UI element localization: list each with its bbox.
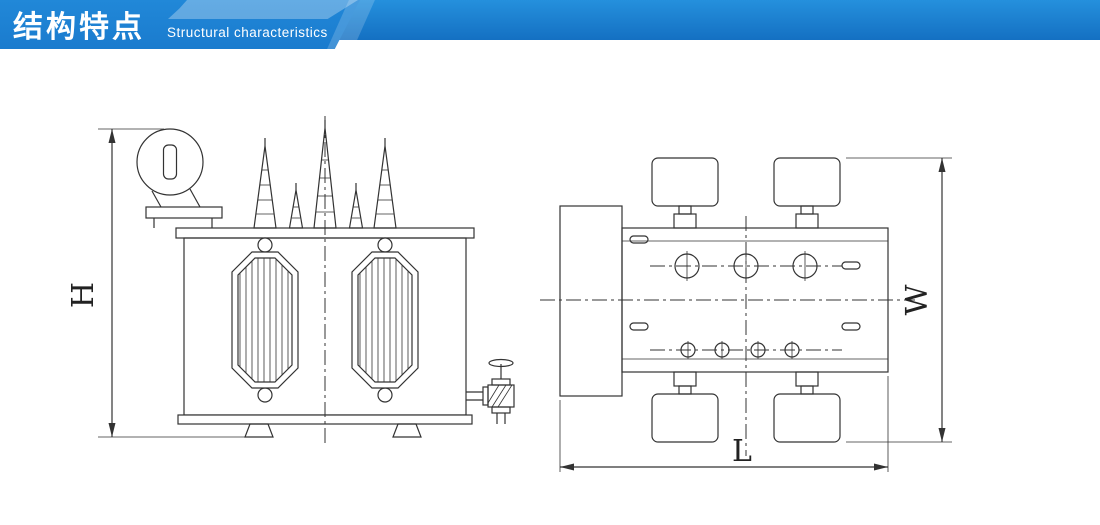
bushing-spike (253, 138, 277, 229)
conservator (136, 128, 223, 228)
radiator-right (351, 237, 419, 403)
plan-view: W L (540, 157, 952, 472)
roller-bottom-left (651, 393, 719, 443)
dimension-l: L (559, 376, 889, 472)
dimension-label-h: H (66, 282, 101, 308)
page-subtitle: Structural characteristics (167, 25, 328, 40)
header-title-block (0, 0, 360, 49)
bushing-spike (373, 138, 397, 229)
header-banner: 结构特点 Structural characteristics (0, 0, 1100, 49)
dimension-w: W (846, 157, 952, 443)
radiator-plug-top (377, 237, 393, 253)
roller-bottom-right (773, 393, 841, 443)
drain-valve (466, 358, 515, 424)
dimension-h: H (66, 128, 252, 438)
radiator-plug-bottom (257, 387, 273, 403)
valve-handwheel-icon (488, 358, 514, 368)
conservator-circle (136, 128, 204, 196)
bushing-spike-small (288, 183, 304, 229)
front-view: H (66, 116, 515, 446)
dimension-label-l: L (732, 434, 752, 469)
gauge-window (162, 144, 178, 180)
radiator-plug-bottom (377, 387, 393, 403)
header-accent-parallelogram (168, 0, 358, 19)
bushing-holes-bottom (650, 341, 842, 359)
bushing-spike-small (348, 183, 364, 229)
radiator-plug-top (257, 237, 273, 253)
page-title: 结构特点 (13, 11, 145, 44)
roller-top-left (651, 157, 719, 207)
dimension-label-w: W (900, 284, 935, 315)
cable-box (559, 205, 623, 397)
foot-left-icon (244, 423, 274, 438)
lifting-slots (629, 235, 861, 331)
foot-right-icon (392, 423, 422, 438)
radiator-left (231, 237, 299, 403)
roller-top-right (773, 157, 841, 207)
rollers (651, 157, 841, 443)
